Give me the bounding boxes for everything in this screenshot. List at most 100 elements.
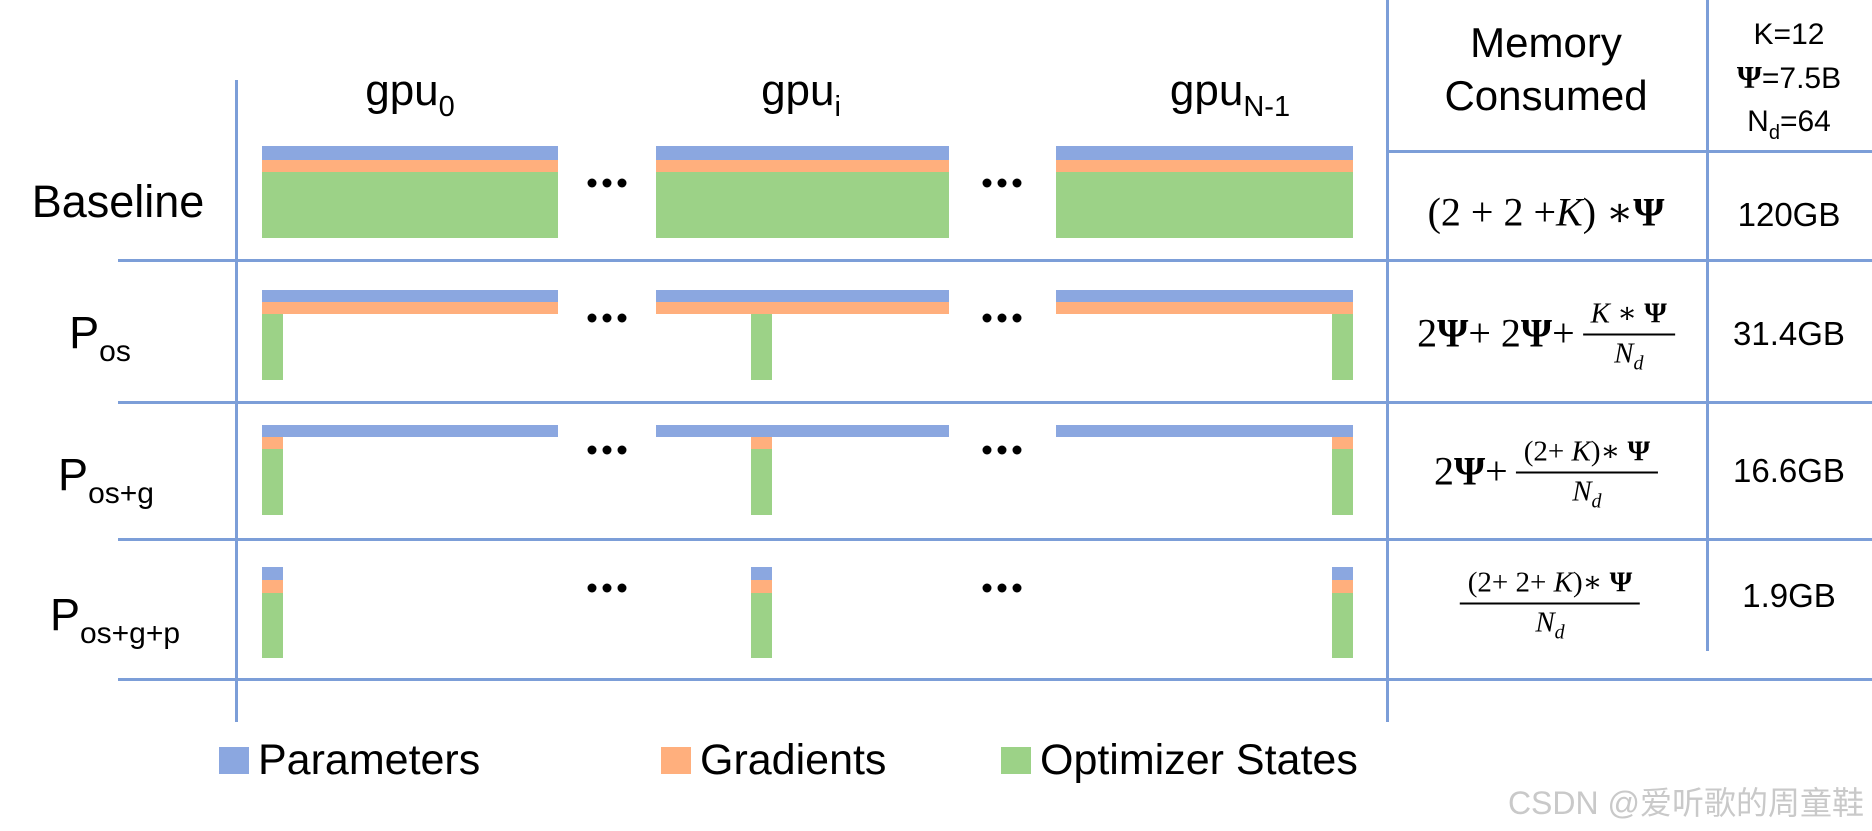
row-label-p-os-g-p-text: P bbox=[49, 589, 80, 640]
dot bbox=[997, 313, 1007, 323]
formula-token: Ψ bbox=[1453, 448, 1486, 494]
dot bbox=[982, 583, 992, 593]
formula-token: )∗ bbox=[1590, 435, 1628, 468]
formula-token: )∗ bbox=[1572, 566, 1610, 599]
constant-k: K=12 bbox=[1737, 13, 1841, 56]
formula-token: (2 + 2 + bbox=[1427, 189, 1557, 235]
fraction-numerator: K ∗ Ψ bbox=[1582, 296, 1675, 336]
memory-value-p-os: 31.4GB bbox=[1733, 315, 1845, 352]
gpuN1-label: gpu bbox=[1169, 66, 1244, 115]
ellipsis-dots bbox=[587, 313, 627, 323]
gradients-swatch-icon bbox=[661, 746, 691, 774]
formula-token: d bbox=[1554, 621, 1565, 644]
row-label-p-os-text: P bbox=[69, 307, 100, 358]
bar-p_os_g_p-gpuN1-parameters bbox=[1332, 567, 1353, 580]
constant-psi-text: =7.5B bbox=[1761, 62, 1842, 95]
memory-value-baseline: 120GB bbox=[1737, 196, 1841, 233]
ellipsis-dots bbox=[587, 445, 627, 455]
memory-consumed-header: Memory Consumed bbox=[1444, 16, 1647, 122]
nd-base: N bbox=[1747, 105, 1769, 138]
bar-p_os_g-gpuN1-parameters bbox=[1056, 425, 1353, 437]
gpui-subscript: i bbox=[834, 91, 841, 123]
ellipsis-dots bbox=[982, 178, 1022, 188]
formula-baseline: (2 + 2 + K) ∗ Ψ bbox=[1428, 189, 1665, 236]
table-line-row2 bbox=[118, 401, 1872, 404]
formula-token: N bbox=[1535, 606, 1555, 639]
formula-token: Ψ bbox=[1520, 310, 1553, 356]
ellipsis-dots bbox=[982, 445, 1022, 455]
formula-token: + 2 bbox=[1468, 310, 1521, 356]
dot bbox=[602, 178, 612, 188]
row-label-p-os-g: Pos+g bbox=[58, 449, 154, 510]
dot bbox=[587, 583, 597, 593]
dot bbox=[982, 178, 992, 188]
bar-p_os-gpu0-optimizer_states bbox=[262, 314, 283, 380]
csdn-watermark: CSDN @爱听歌的周童鞋 bbox=[1507, 785, 1864, 821]
table-line-header-bottom bbox=[1386, 150, 1872, 153]
bar-baseline-gpui-optimizer_states bbox=[656, 172, 949, 238]
fraction-denominator: Nd bbox=[1614, 336, 1643, 375]
formula-token: ) ∗ bbox=[1582, 189, 1634, 235]
formula-token: K bbox=[1556, 189, 1583, 235]
bar-p_os_g_p-gpui-optimizer_states bbox=[751, 593, 773, 658]
fraction-denominator: Nd bbox=[1572, 474, 1601, 513]
formula-token: Ψ bbox=[1633, 189, 1665, 235]
memory-header-line1: Memory bbox=[1470, 19, 1622, 66]
bar-p_os_g_p-gpu0-optimizer_states bbox=[262, 593, 283, 658]
dot bbox=[587, 178, 597, 188]
parameters-swatch-icon bbox=[219, 746, 249, 774]
formula-token: (2+ bbox=[1523, 435, 1572, 468]
dot bbox=[617, 583, 627, 593]
gpu0-label: gpu bbox=[365, 66, 439, 115]
bar-baseline-gpu0-optimizer_states bbox=[262, 172, 558, 238]
formula-token: Ψ bbox=[1609, 566, 1633, 599]
dot bbox=[997, 583, 1007, 593]
bar-baseline-gpui-gradients bbox=[656, 160, 949, 172]
gpui-label: gpu bbox=[761, 66, 835, 115]
legend-label-optimizer-states: Optimizer States bbox=[1040, 735, 1358, 784]
table-line-vertical-memory bbox=[1386, 0, 1389, 722]
constant-psi: Ψ=7.5B bbox=[1737, 56, 1841, 100]
bar-p_os_g_p-gpu0-parameters bbox=[262, 567, 283, 580]
formula-token: + bbox=[1485, 448, 1508, 494]
formula-token: K bbox=[1590, 297, 1611, 330]
dot bbox=[1012, 583, 1022, 593]
legend-label-gradients: Gradients bbox=[700, 735, 887, 784]
legend-item-optimizer-states: Optimizer States bbox=[1001, 736, 1358, 784]
formula-token: N bbox=[1572, 475, 1592, 508]
bar-p_os_g-gpu0-optimizer_states bbox=[262, 449, 283, 515]
formula-token: Ψ bbox=[1644, 297, 1667, 330]
row-label-p-os-g-p-sub: os+g+p bbox=[79, 617, 181, 650]
row-label-p-os-g-sub: os+g bbox=[88, 477, 154, 510]
ellipsis-dots bbox=[982, 583, 1022, 593]
dot bbox=[1012, 313, 1022, 323]
gpuN1-subscript: N-1 bbox=[1243, 91, 1291, 123]
dot bbox=[602, 445, 612, 455]
row-label-p-os-sub: os bbox=[99, 335, 131, 368]
bar-baseline-gpu0-gradients bbox=[262, 160, 558, 172]
bar-p_os-gpui-gradients bbox=[656, 302, 949, 314]
bar-p_os_g-gpuN1-optimizer_states bbox=[1332, 449, 1353, 515]
formula-token: 2 bbox=[1433, 448, 1454, 494]
constant-nd: Nd=64 bbox=[1737, 100, 1841, 147]
formula-token: Ψ bbox=[1627, 435, 1651, 468]
memory-header-line2: Consumed bbox=[1444, 72, 1648, 119]
dot bbox=[617, 178, 627, 188]
table-line-row1 bbox=[118, 259, 1872, 262]
bar-p_os_g_p-gpuN1-optimizer_states bbox=[1332, 593, 1353, 658]
bar-baseline-gpuN1-parameters bbox=[1056, 146, 1353, 160]
gpu0-subscript: 0 bbox=[438, 91, 455, 123]
ellipsis-dots bbox=[587, 583, 627, 593]
legend-label-parameters: Parameters bbox=[258, 735, 481, 784]
bar-baseline-gpuN1-gradients bbox=[1056, 160, 1353, 172]
legend-item-parameters: Parameters bbox=[219, 736, 480, 784]
bar-p_os_g-gpui-parameters bbox=[656, 425, 949, 437]
row-label-p-os: Pos bbox=[69, 307, 131, 368]
bar-baseline-gpuN1-optimizer_states bbox=[1056, 172, 1353, 238]
bar-baseline-gpu0-parameters bbox=[262, 146, 558, 160]
dot bbox=[997, 445, 1007, 455]
column-header-gpuN1: gpuN-1 bbox=[1169, 66, 1290, 123]
dot bbox=[617, 445, 627, 455]
